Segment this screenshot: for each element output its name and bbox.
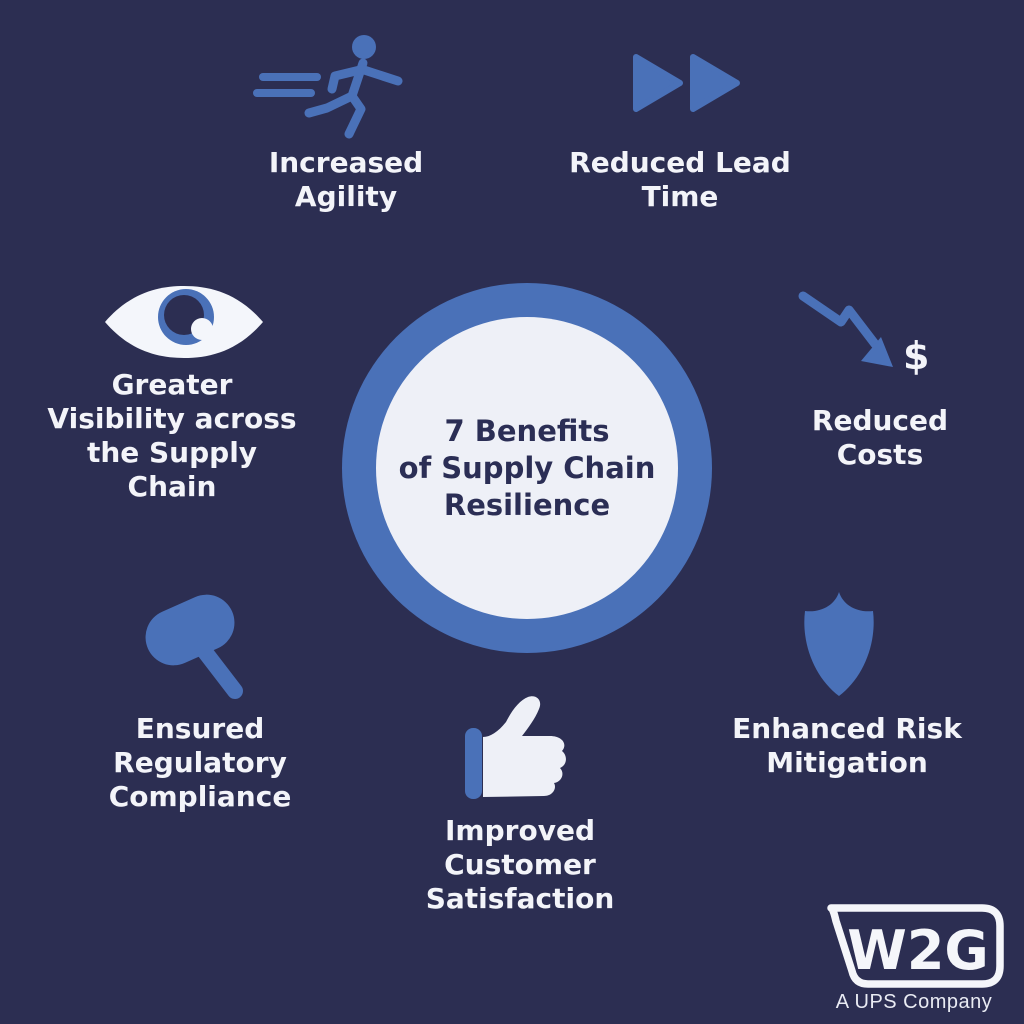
benefit-label-regulatory-compliance: Ensured Regulatory Compliance [108,712,292,813]
benefit-label-greater-visibility: Greater Visibility across the Supply Cha… [47,368,297,503]
cost-decline-arrow-icon [798,291,893,367]
benefit-label-increased-agility: Increased Agility [268,146,424,213]
benefit-label-reduced-costs: Reduced Costs [811,404,949,471]
gavel-icon [145,594,243,699]
infographic-title: 7 Benefits of Supply Chain Resilience [398,413,656,522]
dollar-sign: $ [903,334,930,378]
shield-icon [804,592,874,696]
benefit-label-customer-satisfaction: Improved Customer Satisfaction [425,814,615,915]
benefit-label-risk-mitigation: Enhanced Risk Mitigation [732,712,962,779]
center-circle: 7 Benefits of Supply Chain Resilience [376,317,678,619]
benefit-label-reduced-lead-time: Reduced Lead Time [569,146,791,213]
eye-icon [105,286,263,358]
w2g-logo: W2G [827,904,1004,988]
fast-forward-icon [633,54,740,112]
w2g-logo-text: W2G [847,919,988,982]
thumbs-up-icon [465,696,566,799]
runner-icon [253,35,403,139]
center-circle-ring: 7 Benefits of Supply Chain Resilience [342,283,712,653]
ups-company-tagline: A UPS Company [835,991,993,1013]
